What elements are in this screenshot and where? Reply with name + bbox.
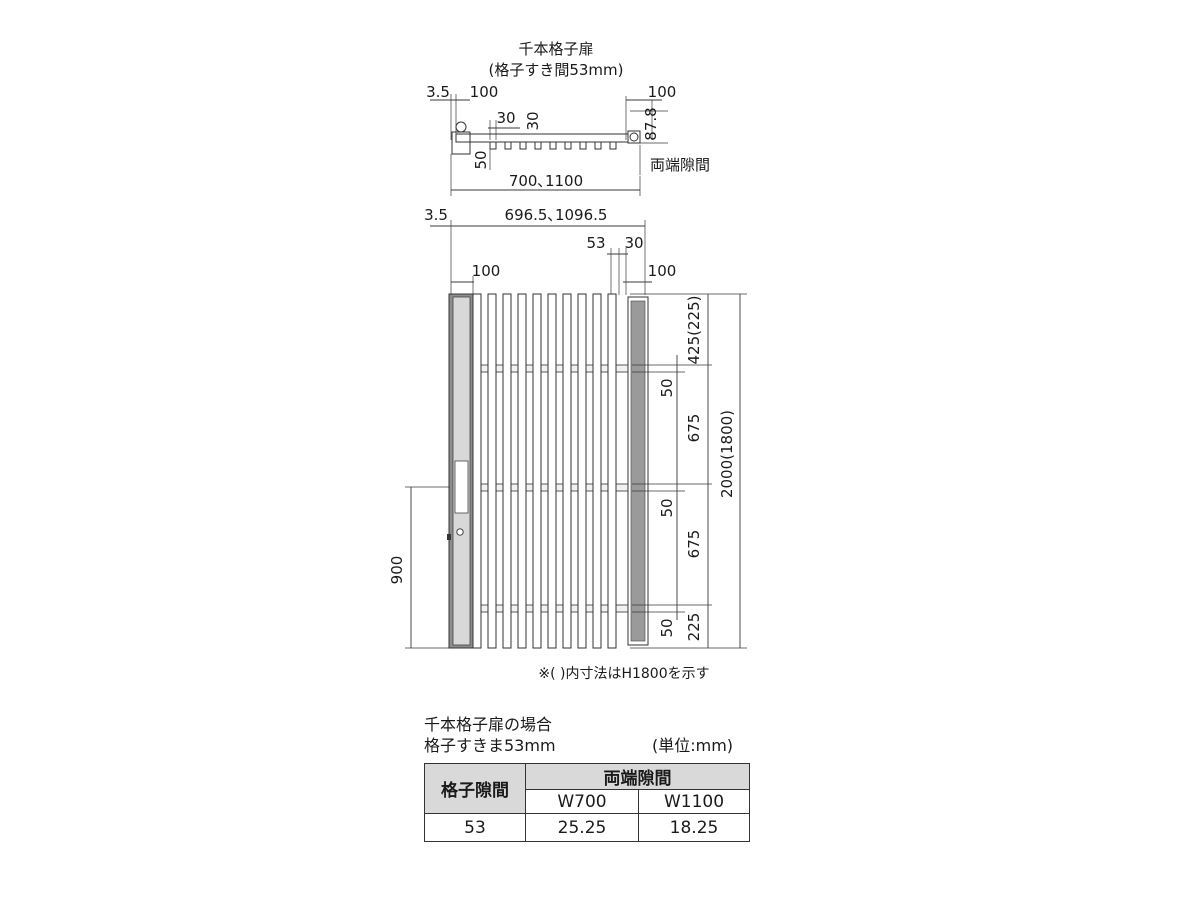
spec-table: 格子隙間 両端隙間 W700 W1100 53 25.25 18.25 [424, 763, 750, 842]
table-caption-line1: 千本格子扉の場合 [424, 715, 553, 734]
cell-gap-value: 53 [424, 813, 526, 842]
elev-note: ※( )内寸法はH1800を示す [538, 666, 709, 682]
elev-slats [472, 293, 617, 649]
table-caption-line2: 格子すきま53mm [424, 736, 556, 755]
elev-dim-900: 900 [388, 556, 406, 585]
elev-dim-left-100: 100 [472, 262, 501, 280]
plan-title: 千本格子扉 [518, 40, 593, 58]
cell-w1100-value: 18.25 [638, 813, 750, 842]
handle-icon [454, 460, 469, 514]
elev-dim-225: 225 [685, 613, 703, 642]
header-gap: 格子隙間 [424, 763, 526, 814]
plan-both-end-gap: 両端隙間 [650, 156, 710, 174]
col-w1100: W1100 [638, 789, 750, 814]
plan-left-post [451, 131, 471, 155]
plan-top-rail [455, 133, 629, 143]
cell-w700-value: 25.25 [525, 813, 639, 842]
header-both-end-gap: 両端隙間 [525, 763, 750, 790]
elev-dim-50-bot: 50 [658, 618, 676, 637]
plan-dim-width: 700､1100 [509, 172, 583, 190]
plan-dim-30b: 30 [524, 111, 542, 130]
elev-dim-inner-width: 696.5､1096.5 [505, 206, 608, 224]
elev-dim-50-mid: 50 [658, 498, 676, 517]
elevation-view: 3.5 696.5､1096.5 53 30 100 100 [388, 206, 747, 682]
elev-dim-675-bot: 675 [685, 530, 703, 559]
plan-dim-left-100: 100 [470, 83, 499, 101]
plan-subtitle: (格子すき間53mm) [488, 61, 623, 79]
plan-dim-right-100: 100 [648, 83, 677, 101]
elev-dim-675-top: 675 [685, 414, 703, 443]
plan-dim-87-8: 87.8 [642, 107, 660, 140]
keyhole-icon [456, 528, 464, 536]
elev-dim-30: 30 [624, 234, 643, 252]
plan-dim-50: 50 [472, 150, 490, 169]
col-w700: W700 [525, 789, 639, 814]
elev-dim-50-top: 50 [658, 378, 676, 397]
plan-view: 千本格子扉 (格子すき間53mm) 3.5 100 30 30 50 [426, 40, 710, 196]
plan-hinge-icon [455, 121, 467, 133]
elev-dim-3-5: 3.5 [424, 206, 448, 224]
table-unit: (単位:mm) [652, 736, 734, 755]
plan-right-post [627, 130, 641, 144]
plan-dim-3-5: 3.5 [426, 83, 450, 101]
elev-dim-425: 425(225) [685, 296, 703, 365]
elev-dim-53: 53 [586, 234, 605, 252]
elev-dim-total-height: 2000(1800) [718, 410, 736, 498]
plan-dim-30a: 30 [496, 109, 515, 127]
elev-dim-right-100: 100 [648, 262, 677, 280]
plan-slats [489, 141, 617, 150]
